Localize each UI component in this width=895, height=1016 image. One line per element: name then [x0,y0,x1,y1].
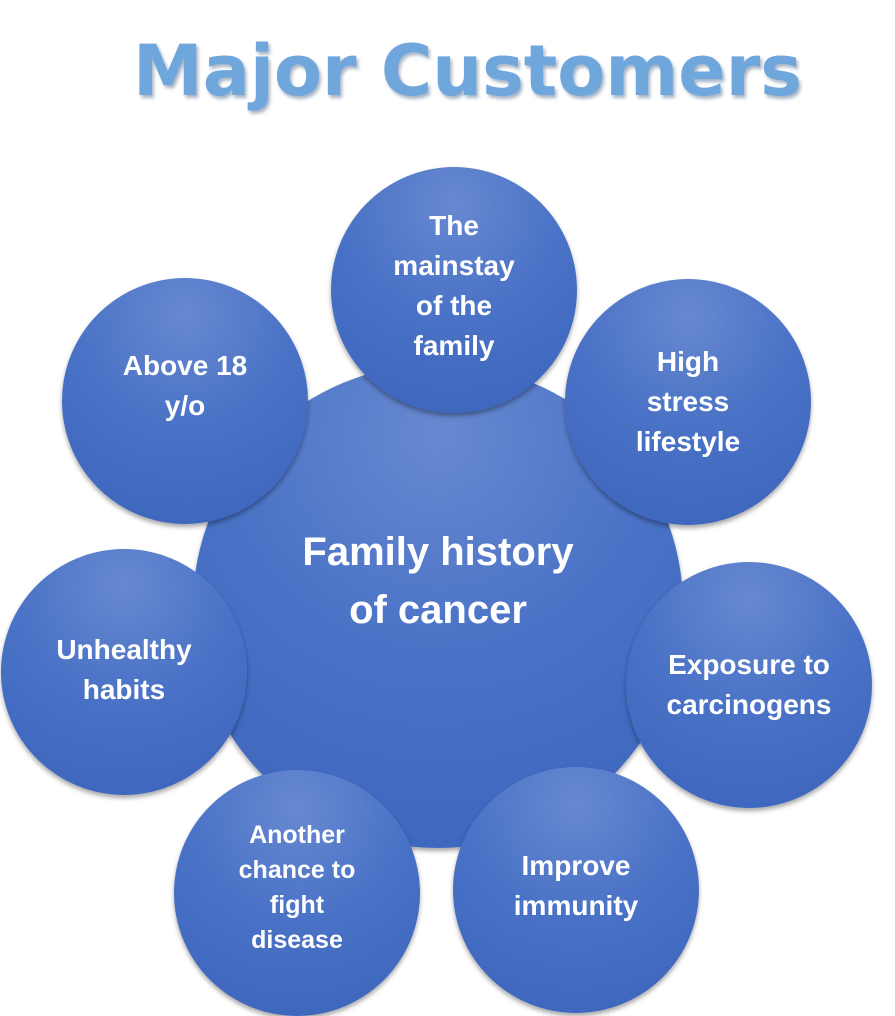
circle-label: Exposure to carcinogens [666,649,832,720]
circle-label: Another chance to fight disease [238,821,356,954]
center-circle-label: Family history of cancer [302,530,574,632]
circle-label: Improve immunity [513,850,639,921]
circle-label: The mainstay of the family [393,210,515,361]
circle-improve-immunity: Improve immunity [453,767,699,1013]
circle-above-18: Above 18 y/o [62,278,308,524]
circle-another-chance: Another chance to fight disease [174,770,420,1016]
circle-unhealthy-habits: Unhealthy habits [1,549,247,795]
circle-label: High stress lifestyle [635,346,741,457]
circle-label: Above 18 y/o [122,350,248,421]
circle-label: Unhealthy habits [56,634,192,705]
circle-mainstay-of-family: The mainstay of the family [331,167,577,413]
circle-exposure-to-carcinogens: Exposure to carcinogens [626,562,872,808]
diagram-title: Major Customers [133,30,802,112]
circle-high-stress-lifestyle: High stress lifestyle [565,279,811,525]
